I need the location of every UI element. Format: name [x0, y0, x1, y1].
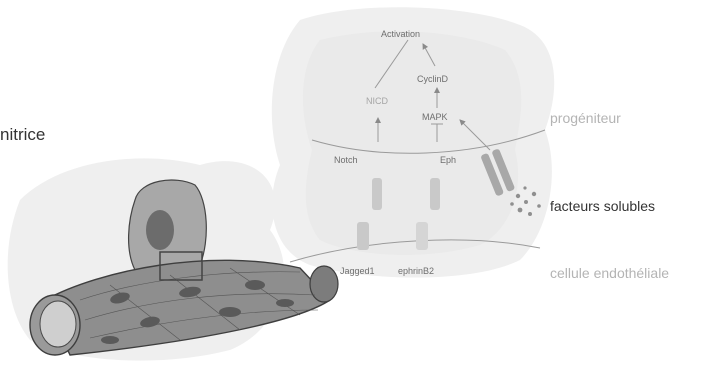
pathway-background [272, 7, 554, 277]
label-left-fragment: nitrice [0, 125, 45, 145]
label-jagged1: Jagged1 [340, 266, 375, 276]
label-eph: Eph [440, 155, 456, 165]
notch-receptor [372, 178, 382, 210]
label-endothelial-cell: cellule endothéliale [550, 265, 669, 281]
label-activation: Activation [381, 29, 420, 39]
label-nicd: NICD [366, 96, 388, 106]
label-notch: Notch [334, 155, 358, 165]
ephrinb2-ligand [416, 222, 428, 250]
jagged1-ligand [357, 222, 369, 250]
label-cyclind: CyclinD [417, 74, 449, 84]
label-mapk: MAPK [422, 112, 448, 122]
eph-receptor [430, 178, 440, 210]
label-ephrinb2: ephrinB2 [398, 266, 434, 276]
label-progenitor: progéniteur [550, 110, 621, 126]
label-soluble-factors: facteurs solubles [550, 198, 655, 214]
